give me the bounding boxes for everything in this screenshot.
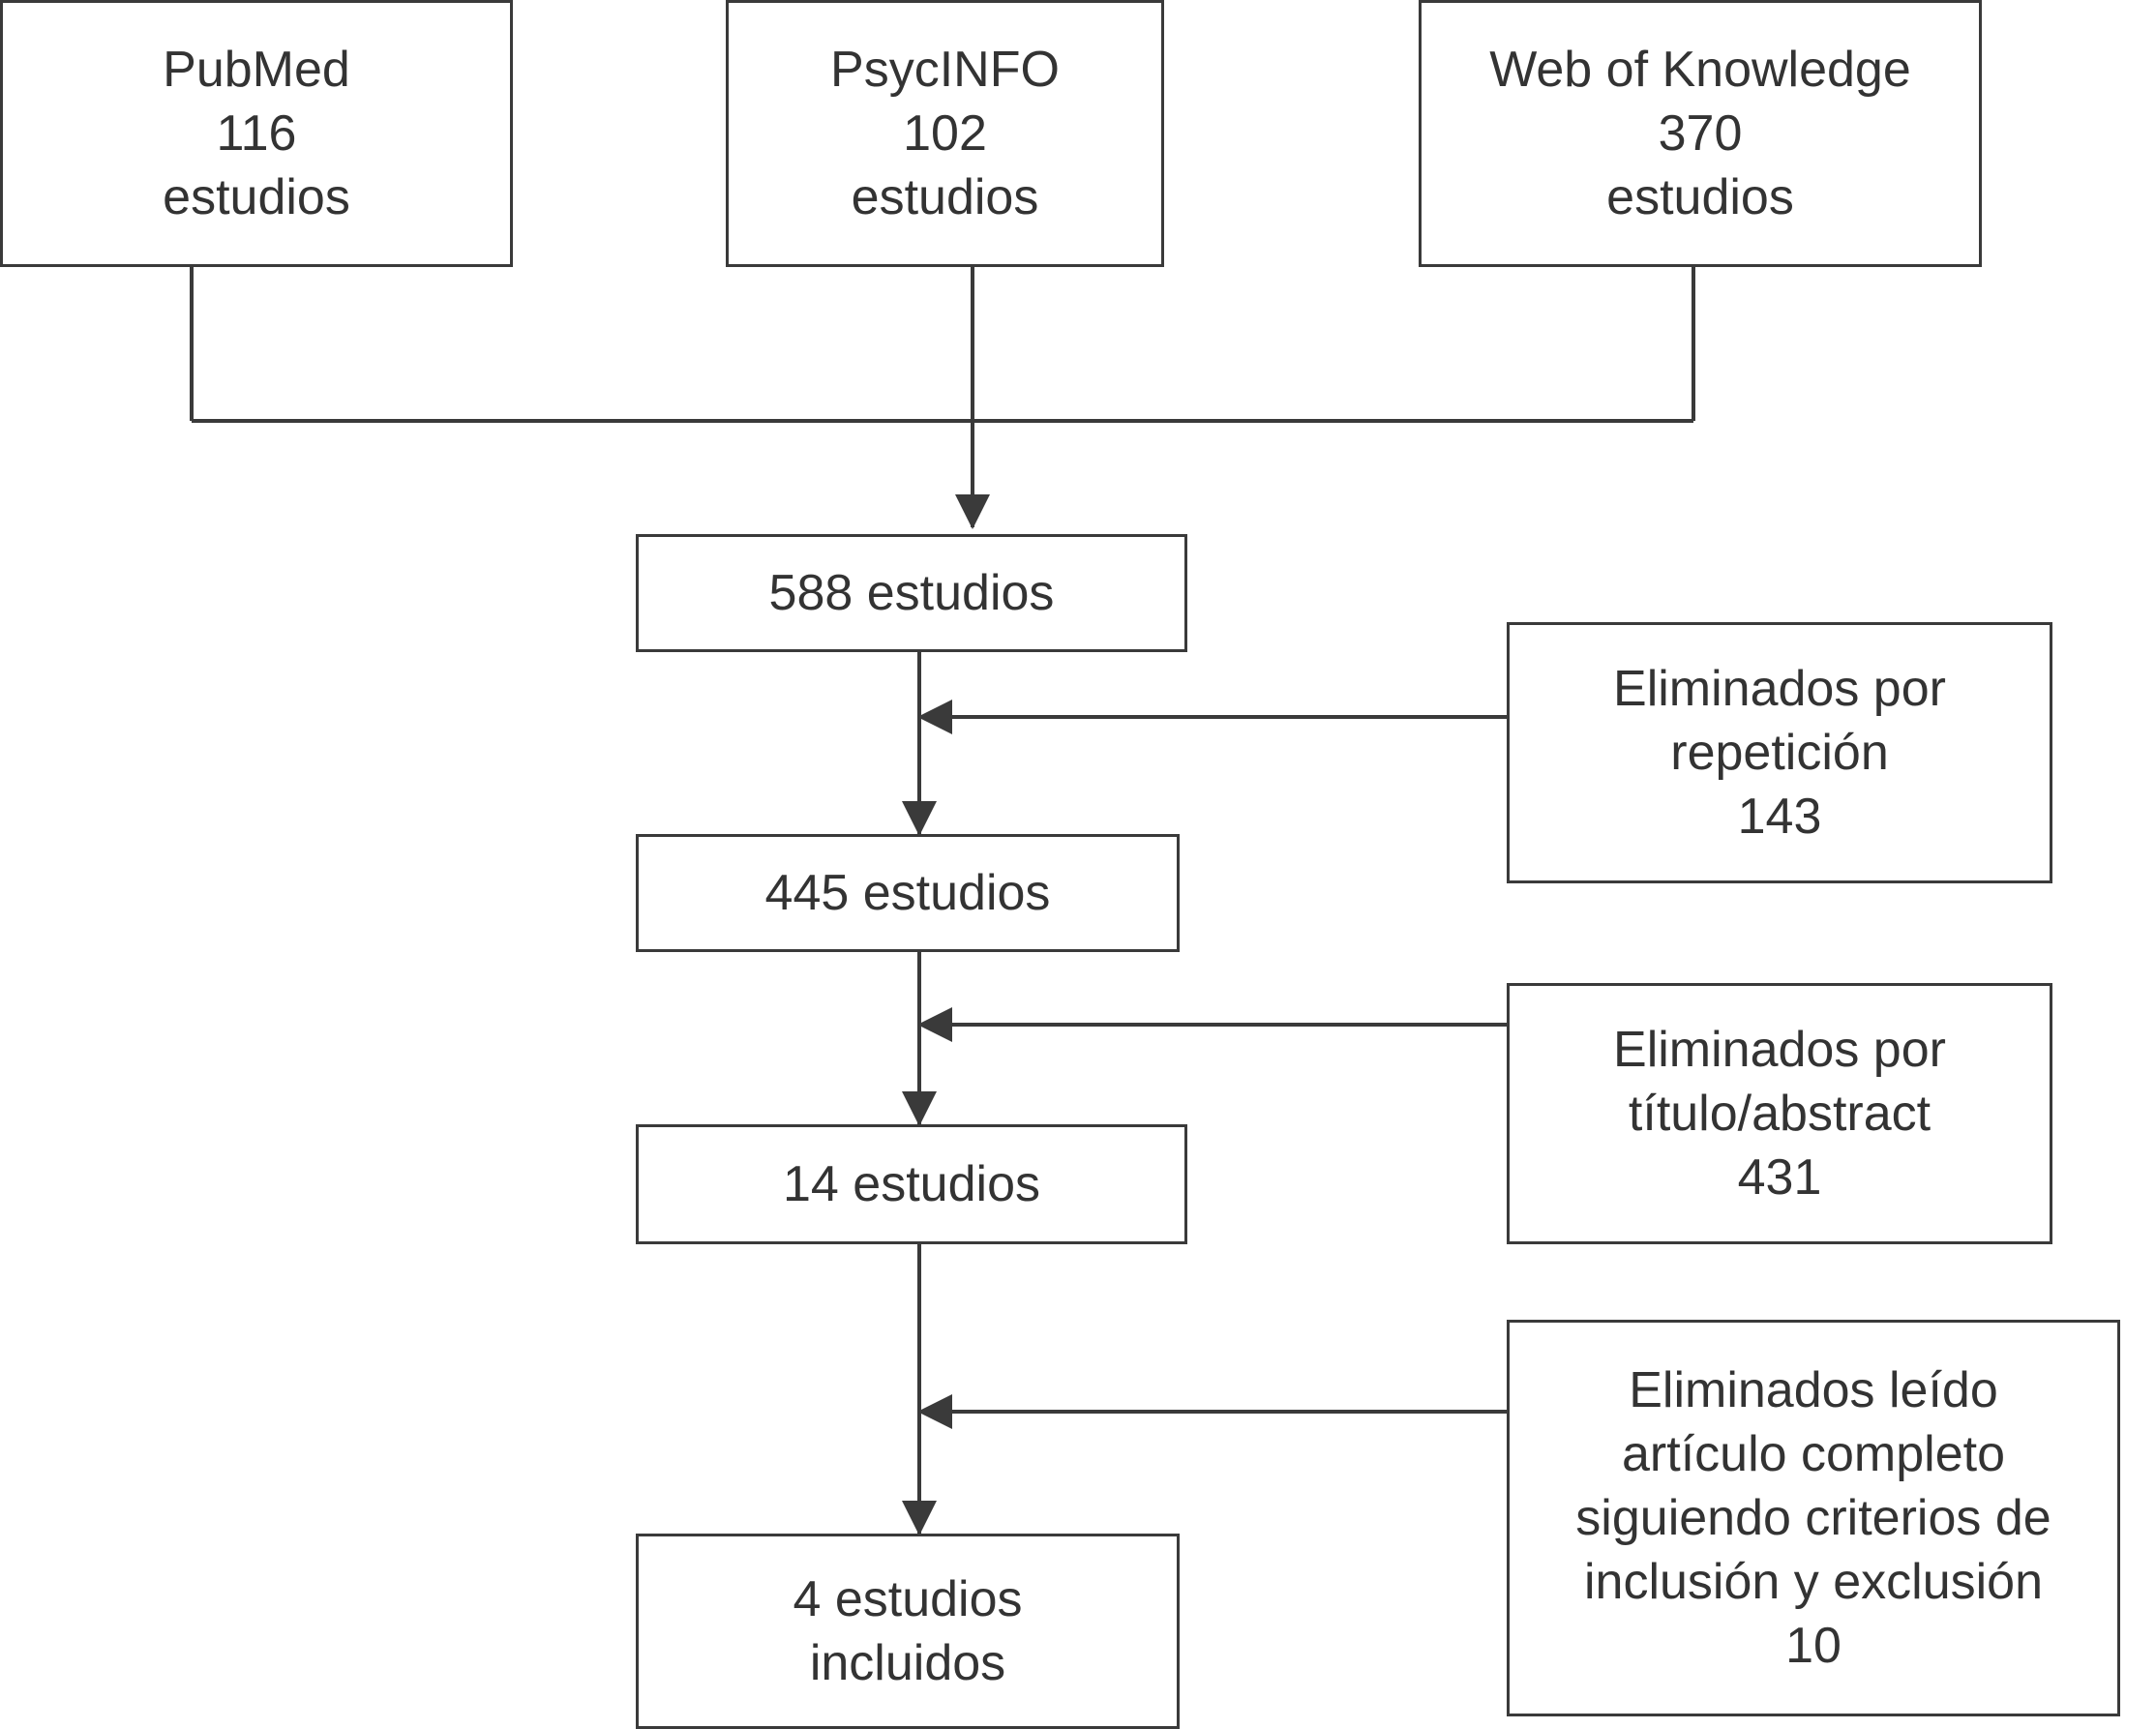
total-studies-label: 588 estudios	[768, 565, 1055, 621]
included-line2: incluidos	[809, 1635, 1006, 1691]
after-duplicates-label: 445 estudios	[764, 865, 1051, 921]
exclusion-line: siguiendo criterios de	[1575, 1490, 2051, 1546]
after-duplicates-box: 445 estudios	[636, 834, 1180, 952]
source-unit: estudios	[851, 169, 1039, 225]
source-count: 102	[903, 105, 987, 162]
source-box-pubmed: PubMed 116 estudios	[0, 0, 513, 267]
source-name: Web of Knowledge	[1489, 42, 1911, 98]
after-screening-label: 14 estudios	[783, 1156, 1040, 1212]
after-screening-box: 14 estudios	[636, 1124, 1187, 1244]
exclusion-count: 10	[1785, 1618, 1842, 1674]
exclusion-line: Eliminados por	[1613, 1022, 1946, 1078]
exclusion-line: Eliminados por	[1613, 661, 1946, 717]
exclusion-repetition-box: Eliminados por repetición 143	[1507, 622, 2052, 883]
source-count: 370	[1658, 105, 1743, 162]
exclusion-count: 143	[1737, 789, 1822, 845]
included-line1: 4 estudios	[793, 1571, 1023, 1627]
source-box-web-of-knowledge: Web of Knowledge 370 estudios	[1419, 0, 1982, 267]
source-unit: estudios	[163, 169, 350, 225]
exclusion-line: título/abstract	[1628, 1086, 1931, 1142]
exclusion-title-abstract-box: Eliminados por título/abstract 431	[1507, 983, 2052, 1244]
source-unit: estudios	[1606, 169, 1794, 225]
exclusion-line: Eliminados leído	[1629, 1362, 1998, 1418]
exclusion-line: repetición	[1670, 725, 1889, 781]
total-studies-box: 588 estudios	[636, 534, 1187, 652]
source-name: PubMed	[163, 42, 350, 98]
exclusion-line: artículo completo	[1622, 1426, 2005, 1482]
source-count: 116	[216, 105, 297, 162]
exclusion-line: inclusión y exclusión	[1583, 1554, 2044, 1610]
exclusion-fulltext-box: Eliminados leído artículo completo sigui…	[1507, 1320, 2120, 1716]
source-name: PsycINFO	[830, 42, 1060, 98]
source-box-psycinfo: PsycINFO 102 estudios	[726, 0, 1164, 267]
included-studies-box: 4 estudios incluidos	[636, 1534, 1180, 1729]
exclusion-count: 431	[1737, 1149, 1822, 1206]
